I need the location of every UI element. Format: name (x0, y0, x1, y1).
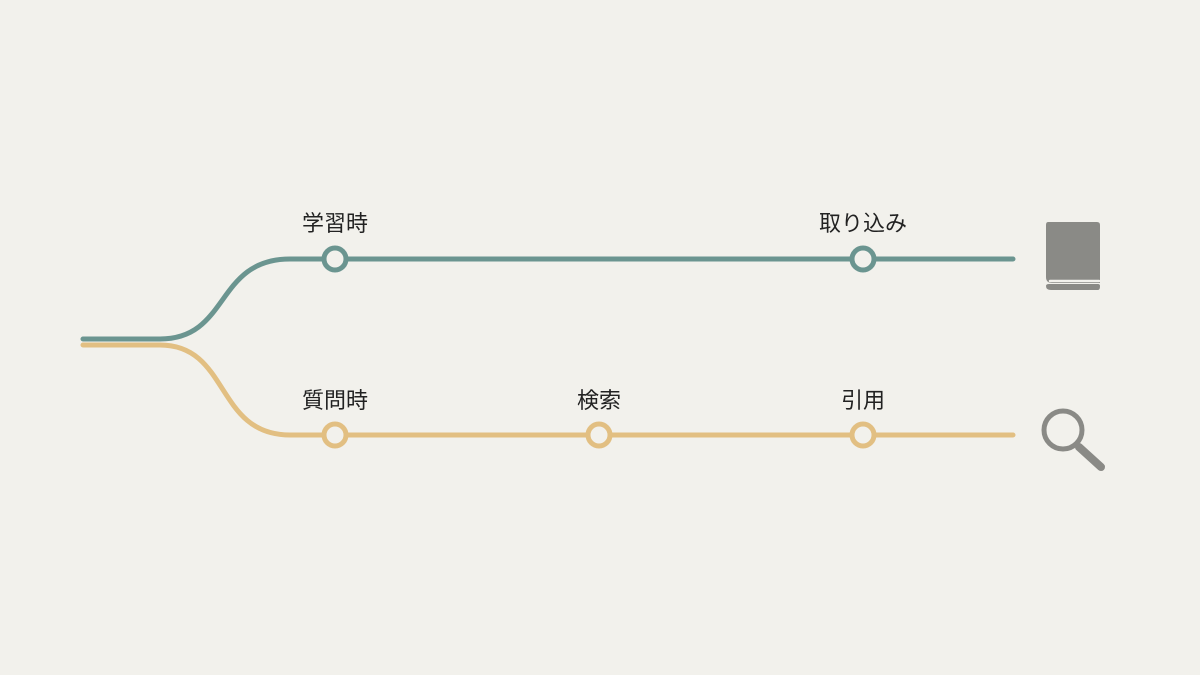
station-label-ingest: 取り込み (819, 212, 907, 237)
query-line (80, 342, 1016, 438)
station-marker-learning (321, 245, 349, 273)
station-label-question: 質問時 (302, 389, 368, 414)
station-marker-question (321, 421, 349, 449)
book-icon (1046, 222, 1101, 290)
station-label-search: 検索 (577, 389, 621, 414)
station-marker-cite (849, 421, 877, 449)
station-marker-ingest (849, 245, 877, 273)
station-marker-search (585, 421, 613, 449)
learning-line (80, 256, 1016, 342)
search-icon (1041, 408, 1105, 471)
station-label-cite: 引用 (841, 389, 885, 414)
station-label-learning: 学習時 (302, 212, 368, 237)
